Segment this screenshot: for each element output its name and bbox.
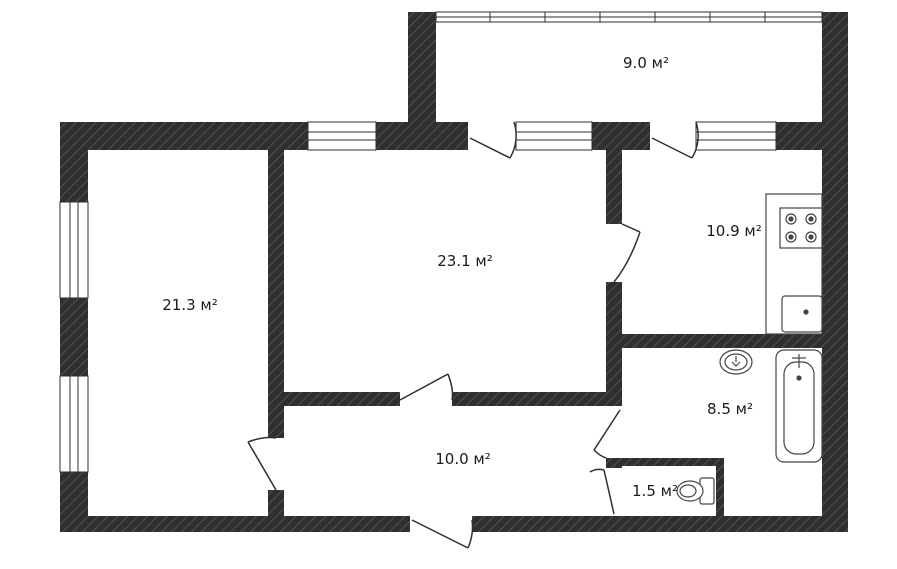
area-label-hallway: 10.0 м²	[435, 450, 491, 468]
wall-right	[822, 122, 848, 532]
wall-top-kitchen-a	[592, 122, 650, 150]
area-label-room-left: 21.3 м²	[162, 296, 218, 314]
window-left-lower	[59, 375, 89, 473]
wall-toilet-left	[606, 458, 622, 468]
toilet-icon	[676, 477, 715, 505]
area-label-kitchen: 10.9 м²	[706, 222, 762, 240]
area-label-toilet: 1.5 м²	[632, 482, 678, 500]
area-labels: 9.0 м² 21.3 м² 23.1 м² 10.9 м² 8.5 м² 10…	[162, 54, 762, 500]
door-left-hallway	[247, 436, 277, 491]
wall-int-vertical-1	[268, 150, 284, 438]
wall-int-vertical-2b	[606, 282, 622, 406]
wall-toilet-right	[716, 458, 724, 518]
area-label-room-center: 23.1 м²	[437, 252, 493, 270]
walls	[60, 12, 848, 532]
wall-bottom-left	[60, 516, 410, 532]
area-label-bathroom: 8.5 м²	[707, 400, 753, 418]
doors	[247, 121, 699, 549]
door-center-kitchen	[613, 223, 641, 283]
door-bathroom	[593, 409, 621, 459]
wall-balcony-top-cap	[408, 12, 438, 22]
door-center-hallway	[399, 373, 454, 401]
bathroom-fixtures	[719, 349, 823, 463]
wall-int-vertical-2a	[606, 150, 622, 224]
door-toilet	[589, 468, 615, 515]
stove-icon	[779, 207, 823, 249]
wall-top-left	[60, 122, 308, 150]
wall-int-vertical-1b	[268, 490, 284, 518]
wall-int-horizontal-1a	[284, 392, 400, 406]
windows	[59, 11, 823, 473]
wall-balcony-left	[408, 12, 436, 150]
door-balcony-left	[469, 121, 517, 159]
window-left-upper	[59, 201, 89, 299]
door-entrance	[411, 519, 474, 549]
area-label-balcony: 9.0 м²	[623, 54, 669, 72]
wall-left-middle	[60, 298, 88, 376]
window-kitchen	[695, 121, 777, 151]
door-balcony-right	[651, 121, 699, 159]
washbasin-icon	[719, 349, 753, 375]
kitchen-fixtures	[765, 193, 823, 335]
wall-int-horizontal-1b	[452, 392, 620, 406]
window-center-room	[307, 121, 377, 151]
wall-bottom-right	[472, 516, 848, 532]
kitchen-sink-icon	[781, 295, 823, 333]
window-balcony-door-a	[515, 121, 593, 151]
wall-int-horizontal-2	[620, 334, 822, 348]
wall-toilet-top	[620, 458, 720, 466]
